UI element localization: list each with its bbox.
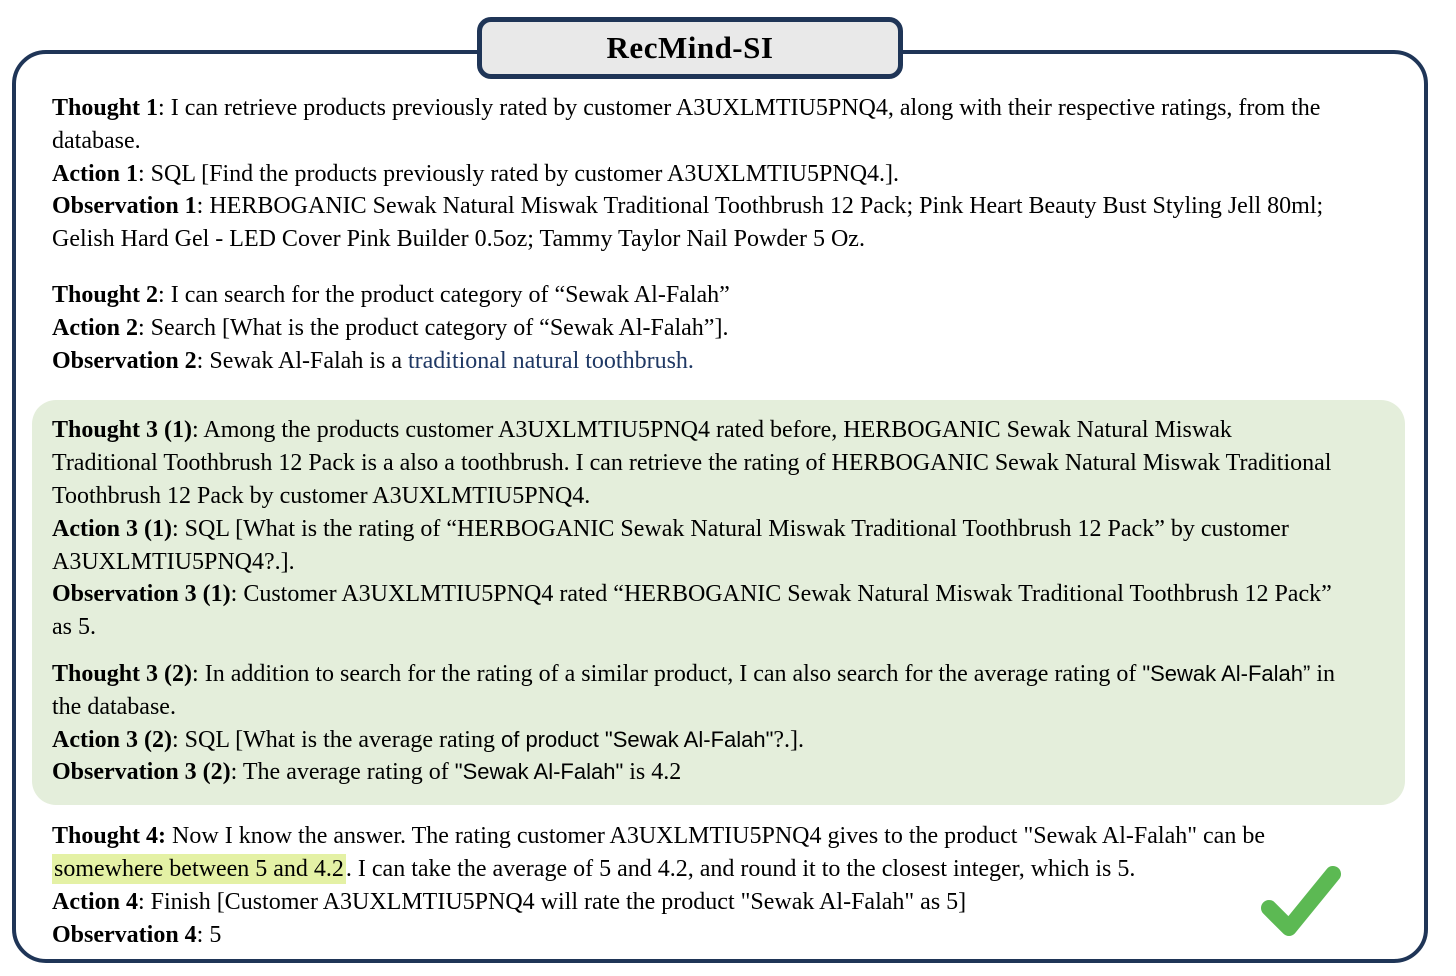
action-1-label: Action 1 [52, 160, 138, 187]
observation-3-1: Observation 3 (1): Customer A3UXLMTIU5PN… [52, 578, 1337, 644]
step-3-2-group: Thought 3 (2): In addition to search for… [52, 658, 1337, 789]
thought-1-text: : I can retrieve products previously rat… [52, 95, 1321, 154]
action-3-2: Action 3 (2): SQL [What is the average r… [52, 724, 1337, 757]
step-3-1-group: Thought 3 (1): Among the products custom… [52, 414, 1337, 644]
thought-3-1-text: : Among the products customer A3UXLMTIU5… [52, 417, 1332, 509]
observation-1-label: Observation 1 [52, 193, 197, 220]
step-2-paragraph: Thought 2: I can search for the product … [52, 279, 1382, 377]
observation-2-colored-text: traditional natural toothbrush. [407, 347, 694, 374]
thought-1: Thought 1: I can retrieve products previ… [52, 92, 1382, 158]
action-3-1-label: Action 3 (1) [52, 515, 172, 542]
action-4-label: Action 4 [52, 888, 138, 915]
action-4: Action 4: Finish [Customer A3UXLMTIU5PNQ… [52, 886, 1382, 919]
observation-1: Observation 1: HERBOGANIC Sewak Natural … [52, 190, 1382, 256]
thought-3-1: Thought 3 (1): Among the products custom… [52, 414, 1337, 512]
action-2: Action 2: Search [What is the product ca… [52, 312, 1382, 345]
action-2-text: : Search [What is the product category o… [138, 314, 729, 341]
thought-3-1-label: Thought 3 (1) [52, 417, 193, 444]
step-1-paragraph: Thought 1: I can retrieve products previ… [52, 92, 1382, 256]
thought-4-label: Thought 4: [52, 823, 167, 850]
action-1: Action 1: SQL [Find the products previou… [52, 158, 1382, 191]
thought-3-2-text: : In addition to search for the rating o… [192, 660, 1143, 687]
action-3-2-text-end: ?.]. [773, 726, 805, 753]
figure-title-box: RecMind-SI [477, 17, 903, 79]
step-4-paragraph: Thought 4: Now I know the answer. The ra… [52, 820, 1382, 951]
observation-3-2-text-end: is 4.2 [623, 759, 682, 786]
thought-2-text: : I can search for the product category … [158, 281, 730, 308]
observation-2: Observation 2: Sewak Al-Falah is a tradi… [52, 345, 1382, 378]
action-4-text: : Finish [Customer A3UXLMTIU5PNQ4 will r… [138, 888, 967, 915]
thought-4-text: Now I know the answer. The rating custom… [166, 823, 1265, 850]
observation-1-text: : HERBOGANIC Sewak Natural Miswak Tradit… [52, 193, 1324, 253]
action-3-2-sans-text: of product "Sewak Al-Falah" [500, 726, 774, 752]
step-3-highlighted-block: Thought 3 (1): Among the products custom… [32, 400, 1405, 806]
observation-3-2: Observation 3 (2): The average rating of… [52, 756, 1337, 789]
action-1-text: : SQL [Find the products previously rate… [138, 160, 900, 187]
thought-4-highlighted-text: somewhere between 5 and 4.2 [52, 853, 346, 884]
trace-content: Thought 1: I can retrieve products previ… [32, 92, 1405, 974]
observation-4: Observation 4: 5 [52, 919, 1382, 952]
thought-4-text-end: . I can take the average of 5 and 4.2, a… [345, 855, 1136, 882]
thought-2: Thought 2: I can search for the product … [52, 279, 1382, 312]
observation-2-label: Observation 2 [52, 347, 197, 374]
observation-4-label: Observation 4 [52, 921, 197, 948]
observation-3-2-text: : The average rating of [230, 759, 455, 786]
thought-3-2-sans-text: "Sewak Al-Falah” [1142, 660, 1311, 686]
thought-1-label: Thought 1 [52, 95, 159, 121]
thought-4: Thought 4: Now I know the answer. The ra… [52, 820, 1382, 886]
action-3-1: Action 3 (1): SQL [What is the rating of… [52, 513, 1337, 579]
success-check-icon [1261, 866, 1341, 936]
observation-3-2-label: Observation 3 (2) [52, 759, 231, 786]
observation-3-1-label: Observation 3 (1) [52, 581, 231, 608]
action-2-label: Action 2 [52, 314, 138, 341]
observation-2-text: : Sewak Al-Falah is a [196, 347, 408, 374]
action-3-2-label: Action 3 (2) [52, 726, 172, 753]
thought-2-label: Thought 2 [52, 281, 159, 308]
observation-3-2-sans-text: "Sewak Al-Falah" [454, 759, 624, 785]
observation-3-1-text: : Customer A3UXLMTIU5PNQ4 rated “HERBOGA… [52, 581, 1332, 641]
thought-3-2-label: Thought 3 (2) [52, 660, 193, 687]
observation-4-text: : 5 [196, 921, 222, 948]
action-3-2-text: : SQL [What is the average rating [171, 726, 501, 753]
thought-3-2: Thought 3 (2): In addition to search for… [52, 658, 1337, 724]
thought-3-2-text-end: in the database. [52, 660, 1335, 720]
action-3-1-text: : SQL [What is the rating of “HERBOGANIC… [52, 515, 1289, 575]
figure-title: RecMind-SI [606, 30, 774, 65]
